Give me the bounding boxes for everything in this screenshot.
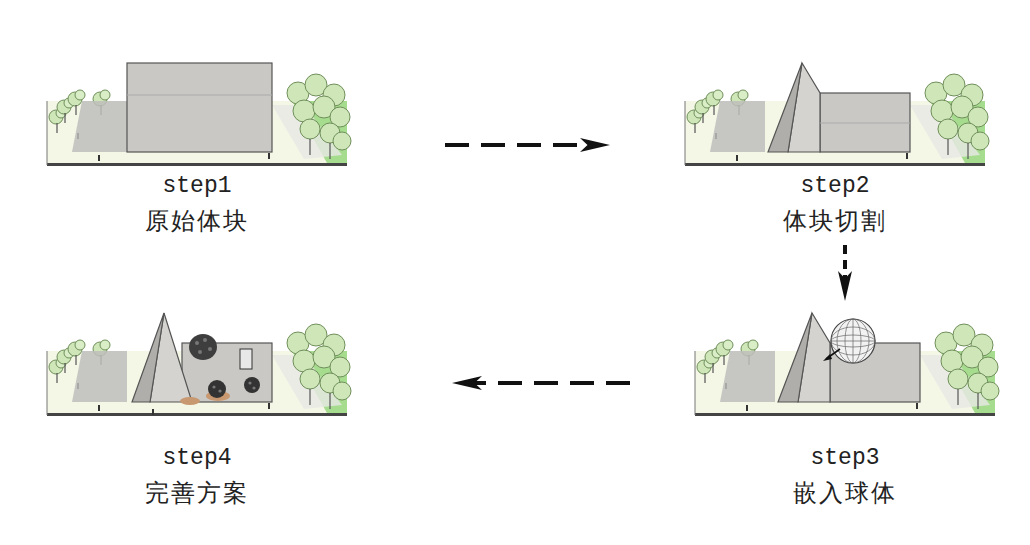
step-node: step1 原始体块 [42, 55, 352, 237]
step-node: step4 完善方案 [42, 305, 352, 509]
dashed-arrow [838, 245, 852, 301]
step-number: step1 [42, 173, 352, 199]
step-number: step3 [690, 445, 1000, 471]
step-caption: 原始体块 [42, 205, 352, 237]
step-node: step2 体块切割 [680, 55, 990, 237]
step-number: step4 [42, 445, 352, 471]
dashed-arrow [445, 138, 610, 152]
step-caption: 嵌入球体 [690, 477, 1000, 509]
step-number: step2 [680, 173, 990, 199]
dashed-arrow [452, 376, 630, 390]
step-node: step3 嵌入球体 [690, 305, 1000, 509]
step-caption: 完善方案 [42, 477, 352, 509]
step-caption: 体块切割 [680, 205, 990, 237]
